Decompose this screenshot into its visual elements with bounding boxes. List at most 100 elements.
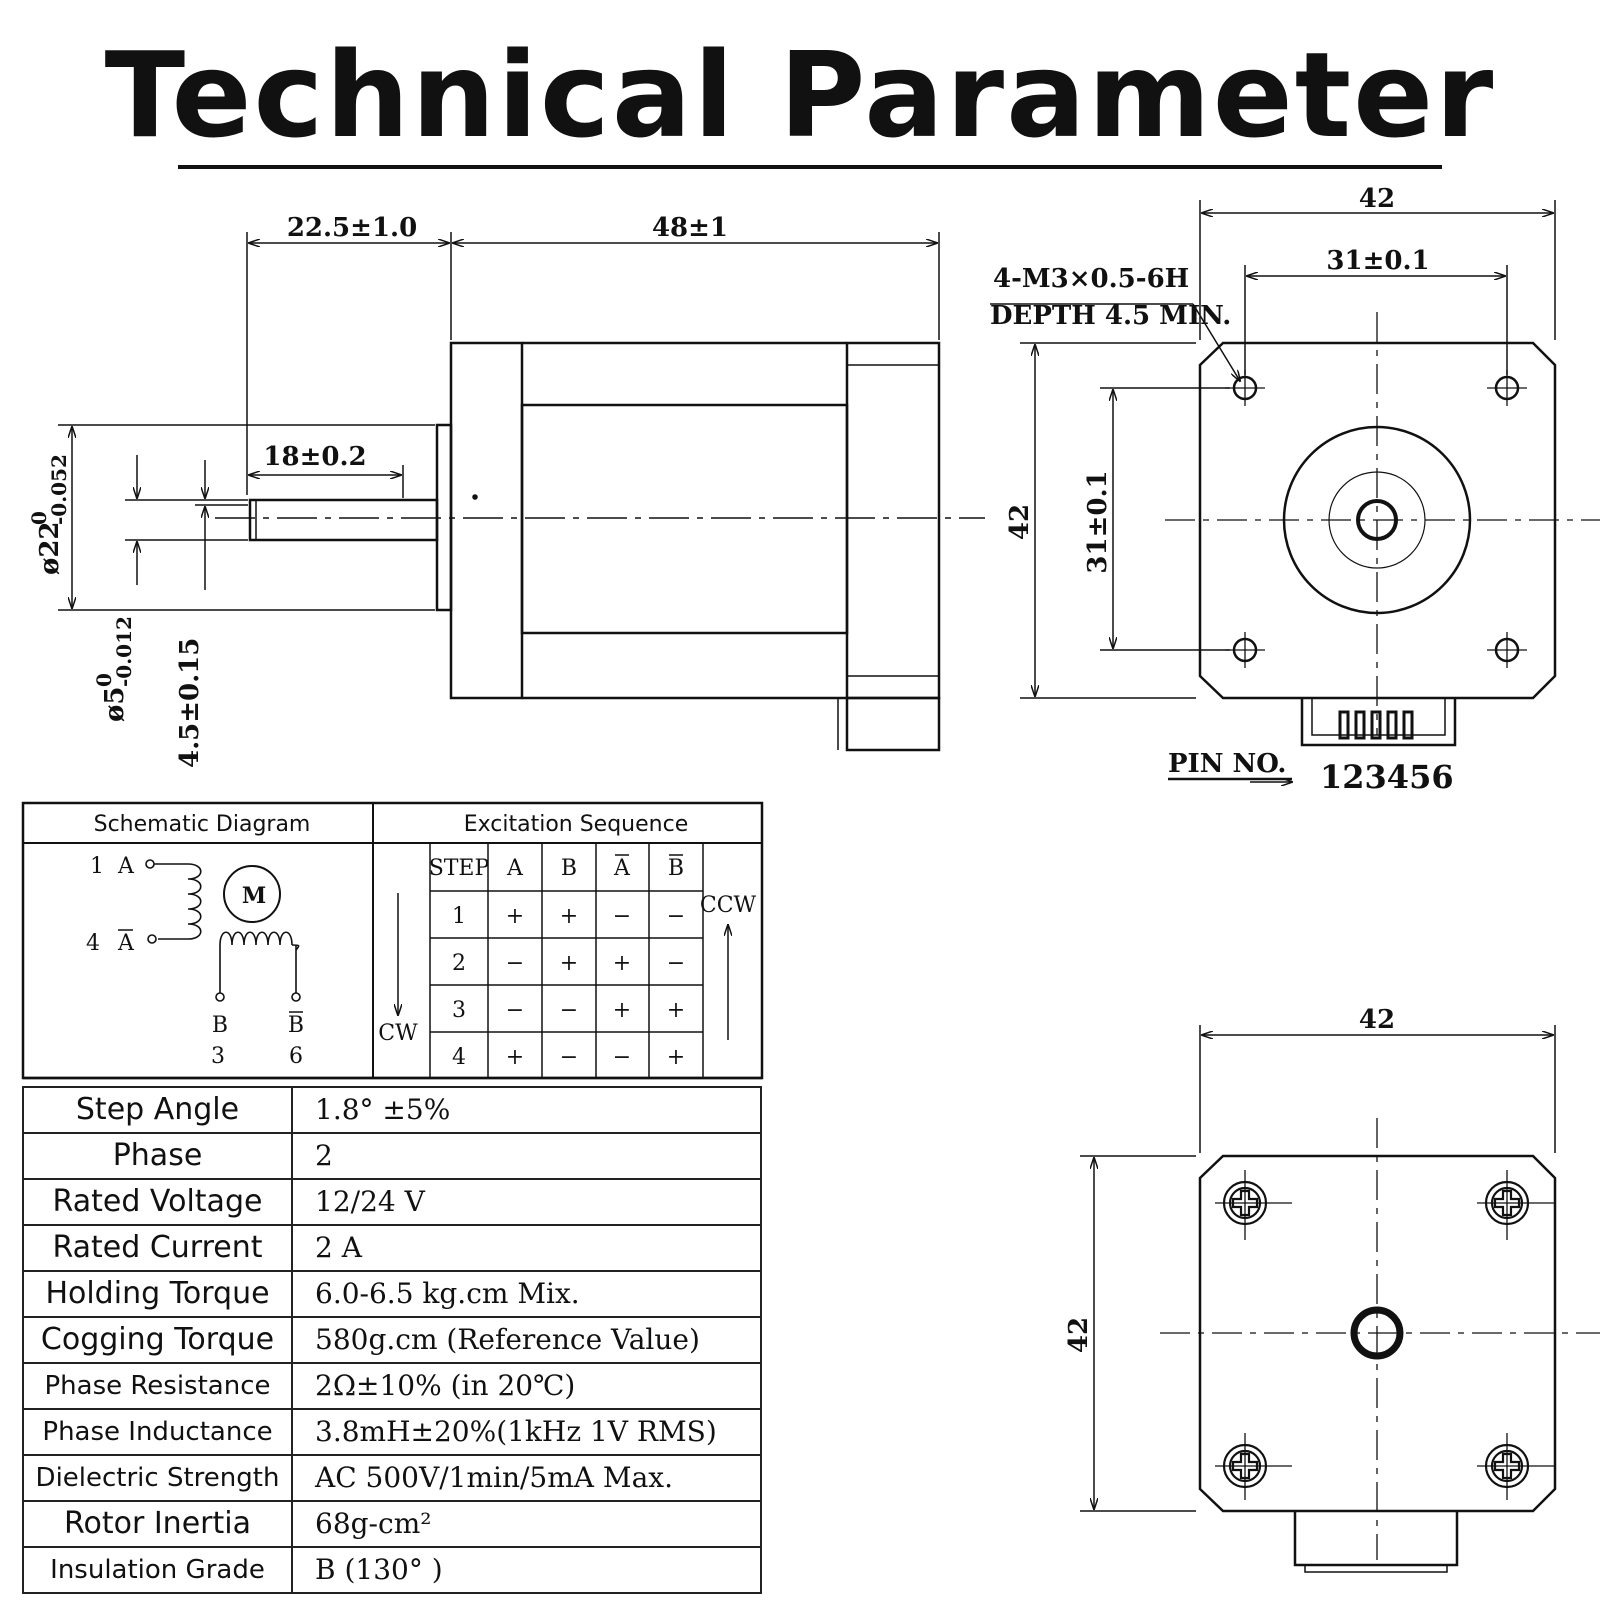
parameter-value: 2Ω±10% (in 20℃) [291,1362,762,1410]
dim-hole-spacing-v-label: 31±0.1 [1083,470,1113,573]
back-screws [1222,1180,1530,1489]
pin-bbar-number: 6 [289,1044,303,1069]
side-view [215,341,985,752]
sequence-header: A [613,856,631,881]
sequence-cell: + [560,951,578,976]
dim-front-height-label: 42 [1005,504,1035,540]
side-dimension-lines [58,232,940,611]
sequence-cell: + [613,951,631,976]
dim-body-length-label: 48±1 [652,213,728,243]
parameter-value: B (130° ) [291,1546,762,1594]
front-centerlines [1165,312,1600,735]
dim-hole-spacing-h-label: 31±0.1 [1326,246,1429,276]
parameter-label: Step Angle [22,1086,293,1134]
svg-text:-0.012: -0.012 [112,616,136,687]
svg-text:ø22: ø22 [35,521,65,575]
pin-no-label: PIN NO. [1168,749,1286,779]
pin-b-name: B [212,1013,228,1038]
dim-back-width-label: 42 [1359,1005,1395,1035]
sequence-cell: − [667,904,685,929]
parameter-value: 2 A [291,1224,762,1272]
pin-a-name: A [117,854,135,879]
pin-bbar-name: B [288,1013,304,1038]
sequence-header: A [506,856,524,881]
dim-front-width-label: 42 [1359,184,1395,214]
sequence-cell: − [506,951,524,976]
sequence-cell: − [613,904,631,929]
cw-label: CW [378,1021,418,1046]
sequence-step: 3 [452,998,466,1023]
pin-b-number: 3 [211,1044,225,1069]
page-title: Technical Parameter [104,26,1496,164]
parameter-label: Rotor Inertia [22,1500,293,1548]
parameter-value: 2 [291,1132,762,1180]
svg-text:ø5: ø5 [100,687,130,722]
parameter-label: Dielectric Strength [22,1454,293,1502]
svg-text:0: 0 [92,673,116,687]
parameter-label: Insulation Grade [22,1546,293,1594]
sequence-grid [398,842,728,1079]
sequence-header: B [668,856,684,881]
parameter-label: Rated Voltage [22,1178,293,1226]
sequence-header: B [561,856,577,881]
pin-a-number: 1 [90,854,104,879]
dim-shaft-diameter: ø5 0 -0.012 [92,616,136,722]
sequence-cell: + [667,998,685,1023]
parameter-label: Cogging Torque [22,1316,293,1364]
ccw-label: CCW [700,893,757,918]
svg-text:-0.052: -0.052 [47,454,71,525]
svg-text:0: 0 [27,511,51,525]
sequence-cell: − [613,1045,631,1070]
parameter-value: 1.8° ±5% [291,1086,762,1134]
parameter-label: Holding Torque [22,1270,293,1318]
dim-shaft-length-label: 22.5±1.0 [287,213,417,243]
sequence-cell: + [506,904,524,929]
parameter-value: AC 500V/1min/5mA Max. [291,1454,762,1502]
thread-spec-label: 4-M3×0.5-6H [993,264,1189,294]
pin-numbers-label: 123456 [1320,758,1454,796]
sequence-cell: − [560,1045,578,1070]
back-centerlines [1160,1118,1600,1560]
dim-back-height-label: 42 [1064,1317,1094,1353]
sequence-step: 1 [452,904,466,929]
motor-label: M [242,883,266,909]
sequence-header: STEP [429,856,490,881]
parameter-value: 12/24 V [291,1178,762,1226]
parameter-label: Phase Resistance [22,1362,293,1410]
parameter-value: 6.0-6.5 kg.cm Mix. [291,1270,762,1318]
sequence-cell: − [560,998,578,1023]
excitation-header: Excitation Sequence [464,812,689,837]
parameter-value: 68g-cm² [291,1500,762,1548]
thread-depth-label: DEPTH 4.5 MIN. [990,301,1231,331]
dim-flat-length-label: 18±0.2 [263,442,366,472]
parameter-label: Rated Current [22,1224,293,1272]
front-dimension-lines [990,200,1556,782]
sequence-cell: − [667,951,685,976]
sequence-step: 2 [452,951,466,976]
dim-boss-diameter: ø22 0 -0.052 [27,454,71,575]
parameter-label: Phase [22,1132,293,1180]
pin-abar-number: 4 [86,931,100,956]
sequence-cell: + [667,1045,685,1070]
sequence-cell: + [506,1045,524,1070]
sequence-cell: − [506,998,524,1023]
back-dimension-lines [1080,1025,1556,1512]
schematic-header: Schematic Diagram [94,812,311,837]
pin-abar-name: A [117,931,135,956]
sequence-cell: + [560,904,578,929]
parameter-value: 580g.cm (Reference Value) [291,1316,762,1364]
